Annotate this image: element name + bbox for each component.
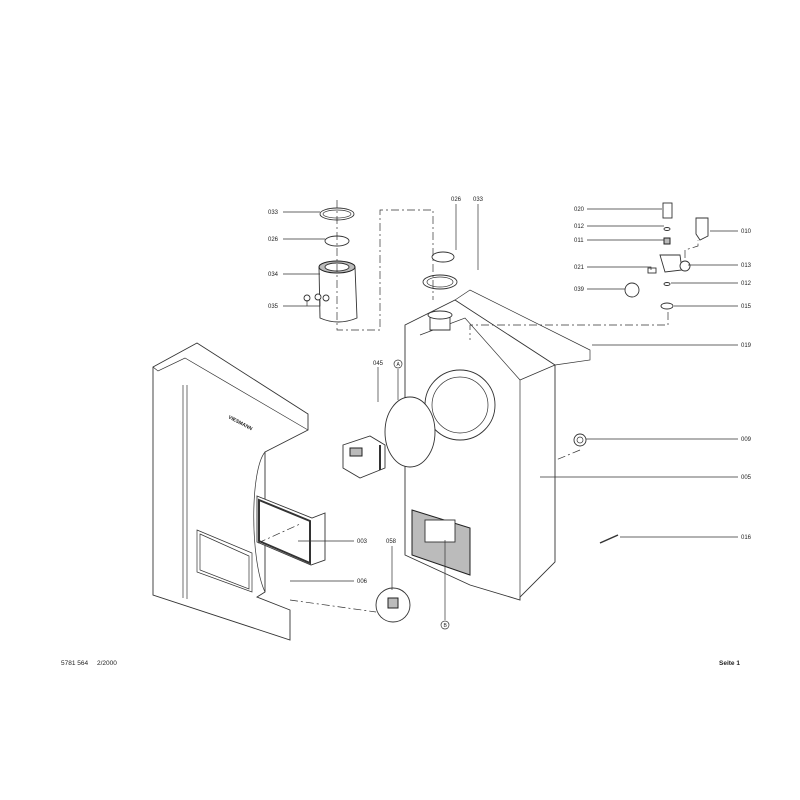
label-005: 005 — [741, 475, 752, 481]
valve-group — [624, 202, 709, 310]
rings-right — [422, 251, 458, 290]
label-033: 033 — [268, 210, 279, 216]
document-number: 5781 564 — [61, 660, 88, 667]
label-010: 010 — [741, 229, 752, 235]
leader-lines — [283, 204, 738, 630]
display-panel — [256, 495, 326, 566]
label-033: 033 — [473, 197, 484, 203]
label-026: 026 — [451, 197, 462, 203]
flue-adaptor — [303, 207, 358, 323]
label-012: 012 — [574, 224, 585, 230]
assembly-lines — [257, 200, 699, 613]
footer: 5781 564 2/2000 Seite 1 — [61, 660, 740, 667]
label-003: 003 — [357, 539, 368, 545]
label-045: 045 — [373, 361, 384, 367]
label-058: 058 — [386, 539, 397, 545]
label-006: 006 — [357, 579, 368, 585]
part-labels: 033 026 034 035 026 033 020 012 011 010 … — [268, 197, 752, 629]
label-009: 009 — [741, 437, 752, 443]
marker-a: A — [397, 362, 401, 368]
label-020: 020 — [574, 207, 585, 213]
label-011: 011 — [574, 238, 584, 244]
label-013: 013 — [741, 263, 752, 269]
front-cover: VIESMANN — [152, 342, 309, 641]
boiler-housing — [404, 289, 591, 601]
page-number: Seite 1 — [719, 660, 740, 667]
label-039: 039 — [574, 287, 585, 293]
label-012: 012 — [741, 281, 752, 287]
label-035: 035 — [268, 304, 279, 310]
small-parts — [375, 433, 619, 623]
burner-assembly — [342, 396, 436, 479]
label-026: 026 — [268, 237, 279, 243]
marker-b: B — [444, 623, 448, 629]
document-date: 2/2000 — [97, 660, 117, 667]
label-016: 016 — [741, 535, 752, 541]
label-034: 034 — [268, 272, 279, 278]
label-019: 019 — [741, 343, 752, 349]
label-015: 015 — [741, 304, 752, 310]
label-021: 021 — [574, 265, 585, 271]
